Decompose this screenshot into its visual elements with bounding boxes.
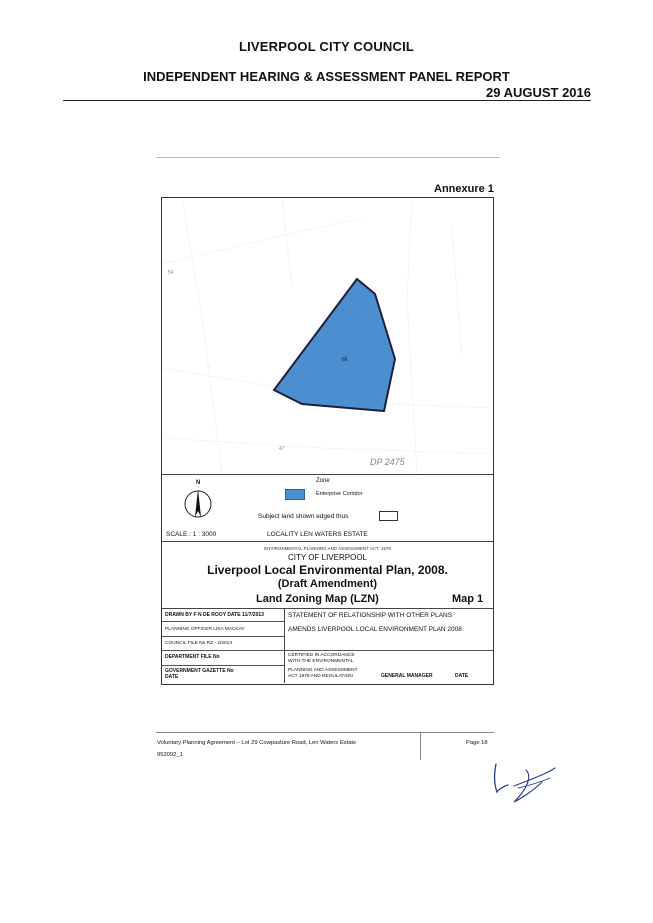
row-line [162,636,284,637]
report-date: 29 AUGUST 2016 [485,85,591,100]
north-arrow-icon [184,489,212,518]
enterprise-corridor-swatch [285,489,305,500]
council-file: COUNCIL FILE No RZ - 2/2013 [165,641,232,646]
scan-top-rule [156,157,500,158]
city-name: CITY OF LIVERPOOL [288,553,367,562]
footer-page-number: Page 18 [466,740,488,746]
details-divider [284,608,285,683]
legend-zone-title: Zone [316,478,330,484]
subject-edge-sample [379,511,398,521]
certified-line-2: WITH THE ENVIRONMENTAL [288,659,354,664]
map-sheet-frame [161,197,494,685]
subject-land-parcel [272,277,397,413]
certified-line-4: ACT 1979 AND REGULATION [288,674,353,679]
north-label: N [196,480,201,486]
annexure-label: Annexure 1 [434,183,494,195]
report-title: INDEPENDENT HEARING & ASSESSMENT PANEL R… [143,69,510,84]
amends-text: AMENDS LIVERPOOL LOCAL ENVIRONMENT PLAN … [288,626,462,633]
signoff-date-label: DATE [455,673,469,679]
map-label-54: 54 [168,270,174,276]
gazette-number: GOVERNMENT GAZETTE No [165,668,234,674]
map-number: Map 1 [452,593,484,605]
act-reference: ENVIRONMENTAL PLANNING AND ASSESSMENT AC… [264,546,391,551]
row-line [162,650,493,651]
map-name: Land Zoning Map (LZN) [256,593,379,605]
row-line [162,621,284,622]
legend-zone-item: Enterprise Corridor [316,491,363,497]
certified-line-3: PLANNING AND ASSESSMENT [288,668,358,673]
lot-label: 66 [342,357,348,363]
map-scale: SCALE : 1 : 3000 [166,531,217,538]
handwritten-initials-signature [493,763,556,803]
details-grid [162,608,493,684]
legend-subject-text: Subject land shown edged thus [258,513,349,520]
footer-divider [420,733,421,760]
statement-heading: STATEMENT OF RELATIONSHIP WITH OTHER PLA… [288,612,453,619]
gazette-date: DATE [165,674,179,680]
footer-document-id: 952092_1 [157,752,183,758]
zoning-map: 66 DP 2475 54 47 [162,198,493,474]
plan-title: Liverpool Local Environmental Plan, 2008… [207,563,448,577]
department-file: DEPARTMENT FILE No [165,654,220,660]
draft-label: (Draft Amendment) [277,578,378,590]
dp-label: DP 2475 [370,457,406,467]
footer-document-title: Voluntary Planning Agreement – Lot 29 Co… [157,740,357,746]
planning-officer: PLANNING OFFICER LISA MACKAY [165,627,245,632]
certified-line-1: CERTIFIED IN ACCORDANCE [288,653,355,658]
title-block [162,541,493,609]
row-line [162,665,284,666]
header-divider [63,100,591,101]
map-locality: LOCALITY LEN WATERS ESTATE [267,531,368,538]
drawn-by: DRAWN BY F N DE ROOY DATE 11/7/2013 [165,612,264,618]
general-manager-label: GENERAL MANAGER [381,673,433,679]
map-label-47: 47 [279,446,285,452]
legend-panel [162,474,493,542]
footer-rule [156,732,494,733]
council-name: LIVERPOOL CITY COUNCIL [238,39,415,54]
